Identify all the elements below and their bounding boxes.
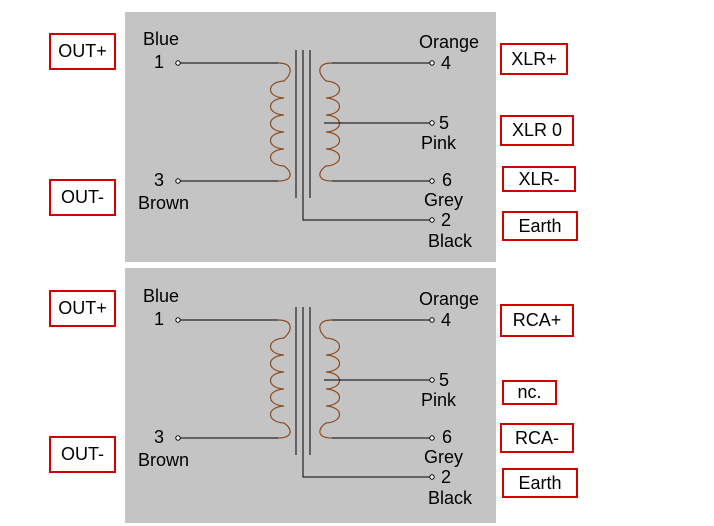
primary-coil (269, 62, 291, 182)
pin1-number: 1 (154, 309, 164, 329)
bottom-schematic: Blue 1 3 Brown Orange 4 5 Pink 6 Grey 2 … (138, 286, 479, 508)
label-rca-plus: RCA+ (500, 304, 574, 337)
wire-pin2-earth (302, 455, 430, 478)
terminal-pin2 (429, 474, 435, 480)
pin2-color: Black (428, 231, 473, 251)
pin1-color: Blue (143, 29, 179, 49)
label-out-plus: OUT+ (49, 290, 116, 327)
wire-pin2-earth (302, 198, 430, 221)
pin4-number: 4 (441, 53, 451, 73)
label-xlr-0: XLR 0 (500, 115, 574, 146)
label-out-plus: OUT+ (49, 33, 116, 70)
pin6-number: 6 (442, 427, 452, 447)
label-out-minus: OUT- (49, 179, 116, 216)
pin5-color: Pink (421, 390, 457, 410)
label-earth: Earth (502, 468, 578, 498)
bottom-transformer (175, 307, 435, 480)
pin2-number: 2 (441, 210, 451, 230)
primary-coil (269, 319, 291, 439)
label-xlr-minus: XLR- (502, 166, 576, 192)
terminal-pin4 (429, 60, 435, 66)
terminal-pin1 (175, 317, 181, 323)
pin6-number: 6 (442, 170, 452, 190)
terminal-pin5 (429, 377, 435, 383)
terminal-pin4 (429, 317, 435, 323)
label-rca-minus: RCA- (500, 423, 574, 453)
secondary-coil (319, 319, 341, 439)
terminal-pin6 (429, 435, 435, 441)
label-nc: nc. (502, 380, 557, 405)
pin2-number: 2 (441, 467, 451, 487)
terminal-pin3 (175, 178, 181, 184)
pin3-number: 3 (154, 170, 164, 190)
pin3-color: Brown (138, 450, 189, 470)
pin1-number: 1 (154, 52, 164, 72)
pin6-color: Grey (424, 447, 463, 467)
pin1-color: Blue (143, 286, 179, 306)
top-transformer (175, 50, 435, 223)
pin4-color: Orange (419, 32, 479, 52)
label-out-minus: OUT- (49, 436, 116, 473)
terminal-pin3 (175, 435, 181, 441)
terminal-pin2 (429, 217, 435, 223)
pin3-color: Brown (138, 193, 189, 213)
pin4-number: 4 (441, 310, 451, 330)
pin4-color: Orange (419, 289, 479, 309)
pin3-number: 3 (154, 427, 164, 447)
pin6-color: Grey (424, 190, 463, 210)
pin5-color: Pink (421, 133, 457, 153)
terminal-pin5 (429, 120, 435, 126)
label-earth: Earth (502, 211, 578, 241)
pin5-number: 5 (439, 113, 449, 133)
terminal-pin6 (429, 178, 435, 184)
secondary-coil (319, 62, 341, 182)
terminal-pin1 (175, 60, 181, 66)
label-xlr-plus: XLR+ (500, 43, 568, 75)
pin2-color: Black (428, 488, 473, 508)
pin5-number: 5 (439, 370, 449, 390)
